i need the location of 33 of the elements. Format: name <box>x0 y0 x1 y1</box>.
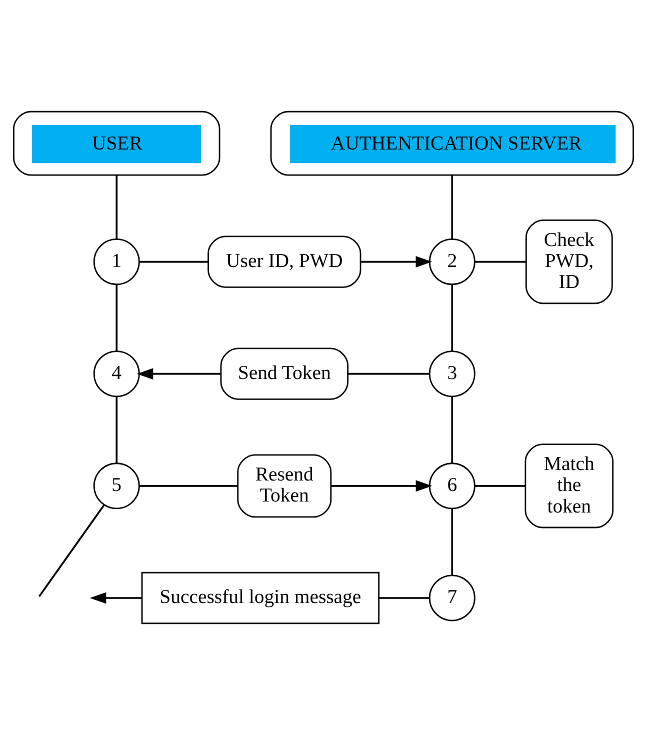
arrow <box>361 256 432 267</box>
connector <box>379 596 430 598</box>
arrow <box>136 368 220 380</box>
node-box: AUTHENTICATION SERVER <box>270 110 634 176</box>
arrow <box>330 480 432 492</box>
node-circle: 2 <box>428 238 476 285</box>
connector <box>474 260 526 262</box>
connector <box>451 284 454 351</box>
connector <box>474 484 526 486</box>
connector <box>140 260 208 262</box>
node-circle: 6 <box>428 462 476 509</box>
connector <box>38 504 105 596</box>
node-box: Successful login message <box>141 571 380 624</box>
node-box: Match the token <box>524 443 614 528</box>
node-box: User ID, PWD <box>208 235 362 288</box>
node-circle: 5 <box>93 462 140 509</box>
node-circle: 4 <box>93 350 140 397</box>
connector <box>116 284 118 351</box>
node-box: USER <box>13 110 220 176</box>
connector <box>140 484 238 486</box>
connector <box>348 372 430 374</box>
connector <box>451 396 454 463</box>
node-circle: 1 <box>93 238 140 285</box>
node-box: Resend Token <box>237 454 332 518</box>
connector <box>116 396 118 463</box>
node-box: Check PWD, ID <box>525 218 613 304</box>
node-circle: 3 <box>428 350 476 397</box>
arrow <box>90 592 142 604</box>
connector <box>451 508 454 575</box>
connector <box>116 174 118 238</box>
node-box: Send Token <box>220 347 349 400</box>
connector <box>451 174 454 238</box>
node-circle: 7 <box>428 574 476 621</box>
